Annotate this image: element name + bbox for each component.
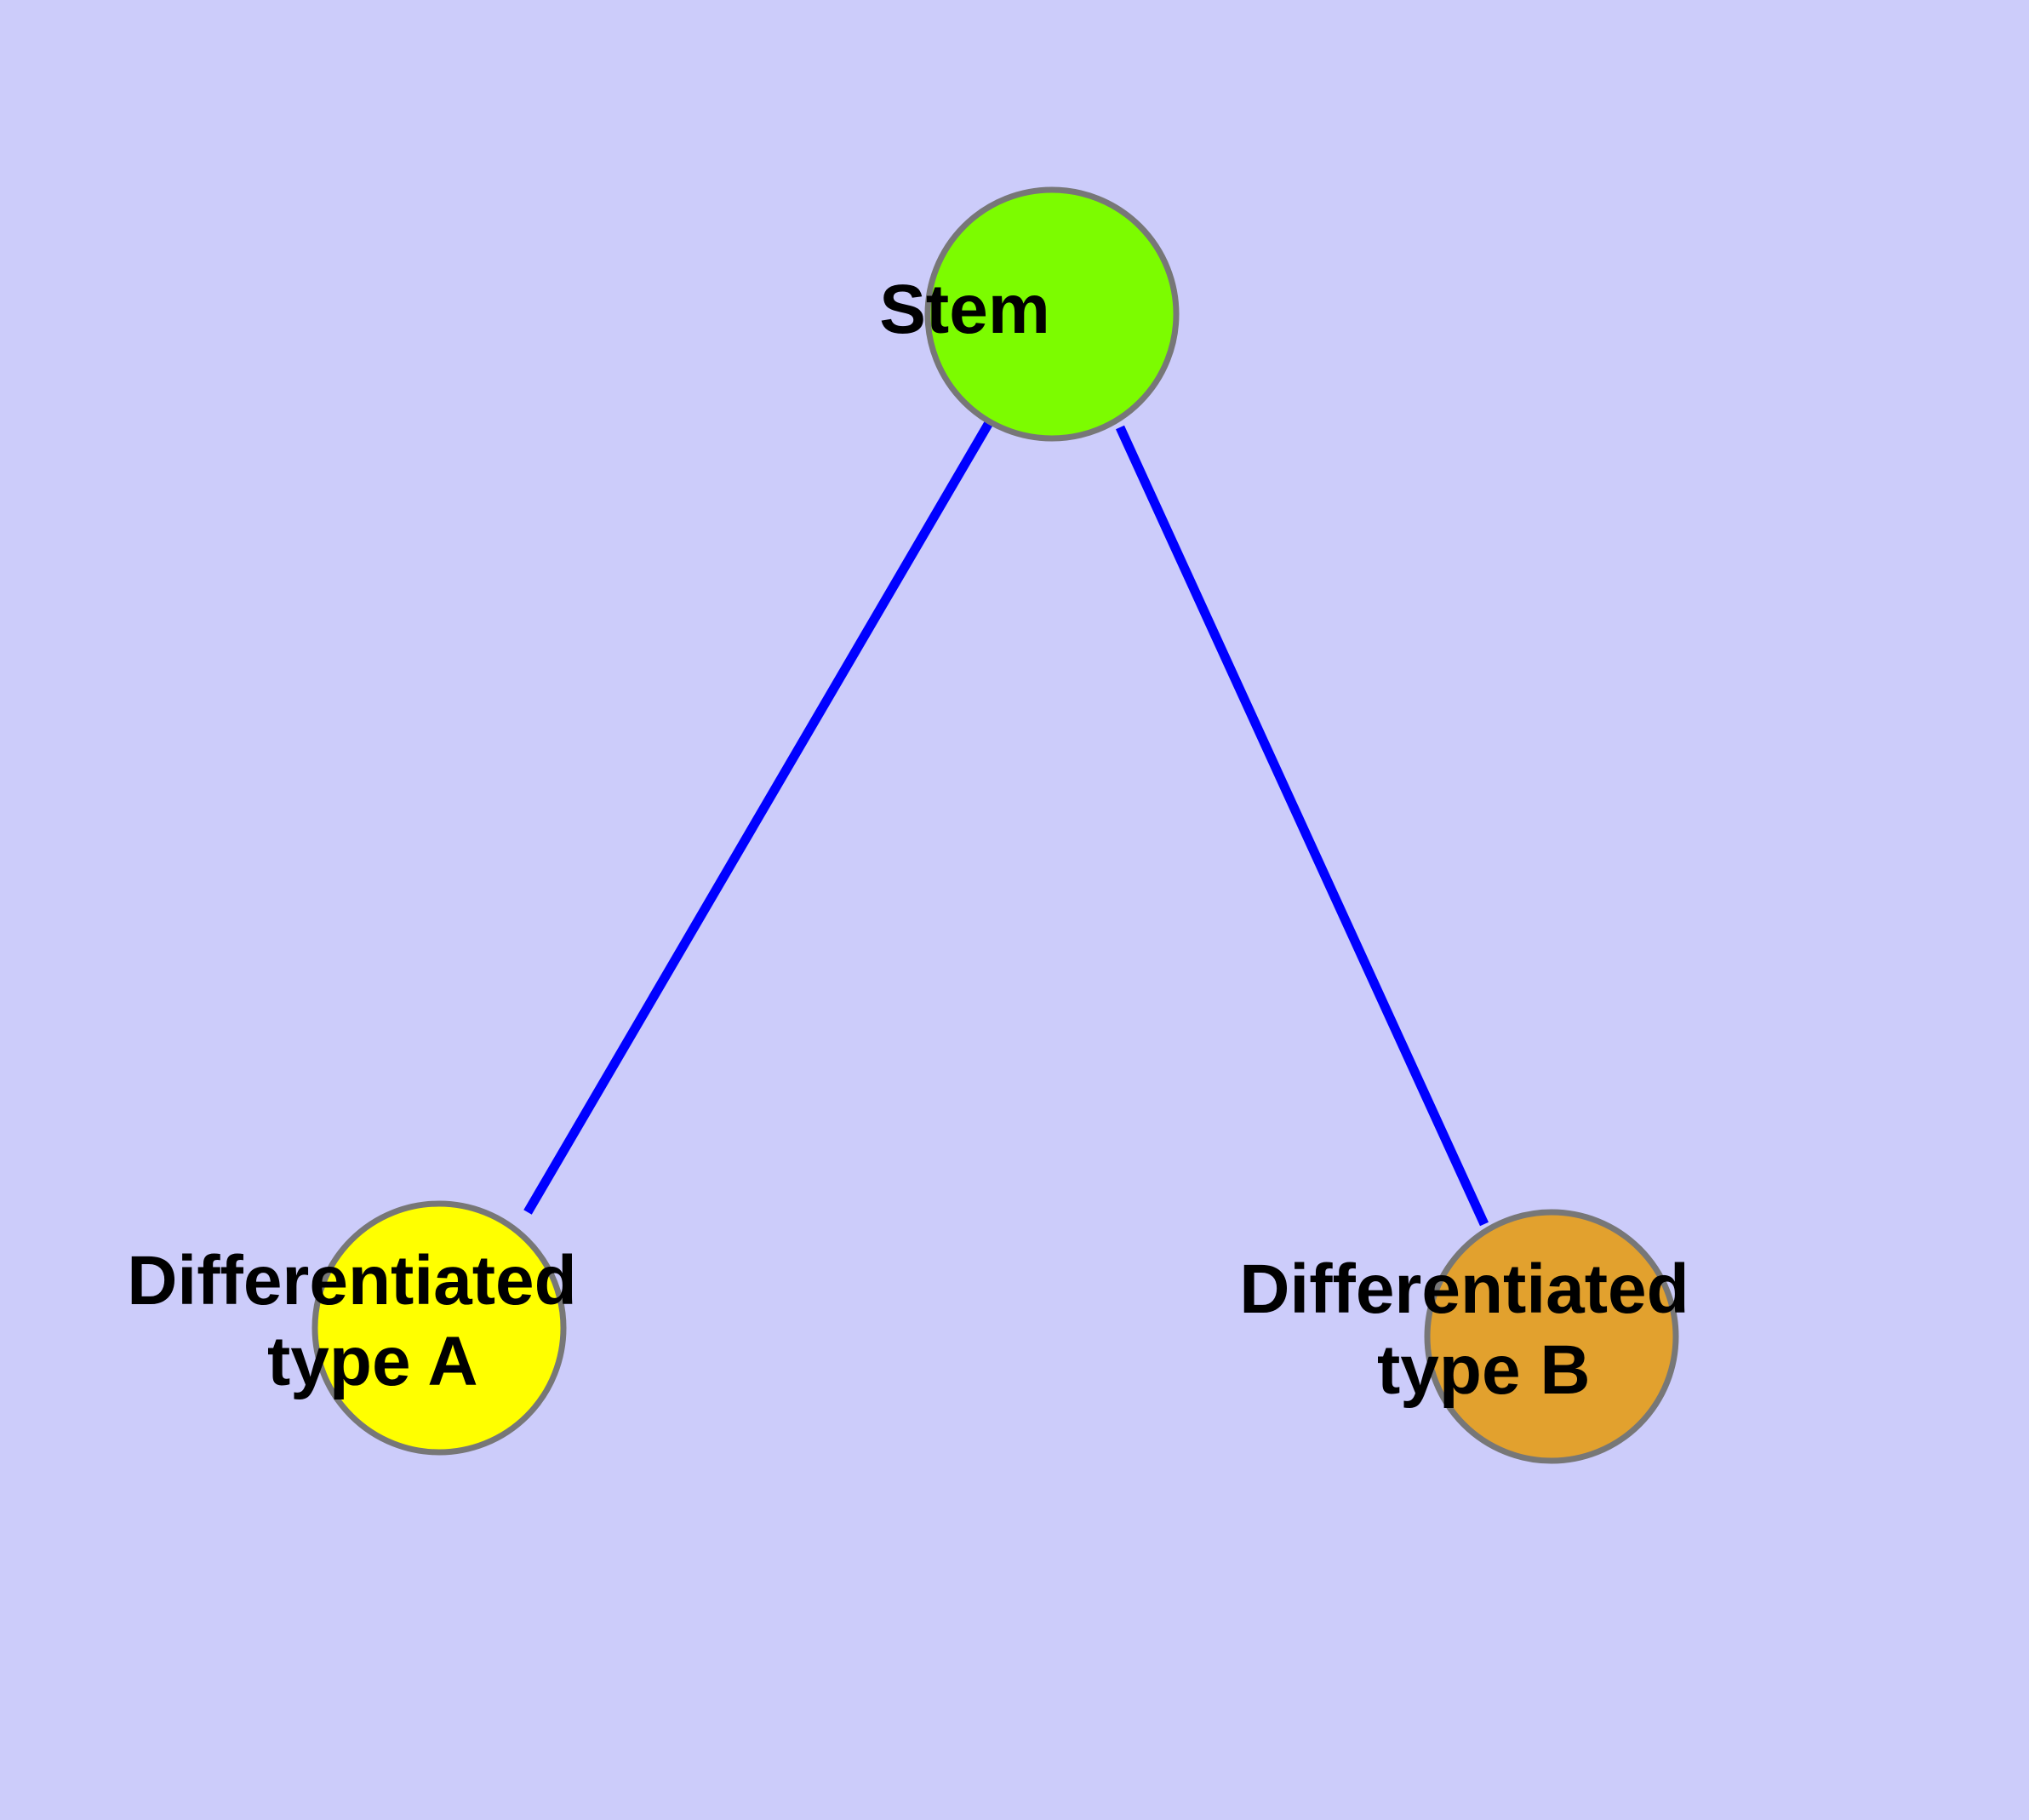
node-stem-label: Stem [0,0,1225,348]
node-diff-b-label-line1: Differentiated [1239,1251,1689,1328]
node-diff-b-label-line2: type B [1377,1331,1591,1409]
node-diff-a[interactable] [311,1200,567,1456]
node-diff-a-label-line2: type A [267,1323,477,1400]
node-diff-a-circle[interactable] [311,1200,567,1456]
node-stem-circle[interactable] [924,186,1180,442]
node-stem[interactable]: Stem [0,0,1225,442]
node-diff-a-label-line1: Differentiated [127,1242,577,1319]
edges-layer [523,419,1489,1227]
node-diff-b[interactable] [1424,1209,1679,1464]
node-diff-b-circle[interactable] [1424,1209,1679,1464]
node-diff-a-label: Differentiated type A [0,0,752,1400]
nodes-layer: Stem Differentiated type A Differentiate… [0,0,1689,1464]
edge-stem-to-diff-b[interactable] [1115,425,1489,1227]
node-diff-b-label: Differentiated type B [1239,1251,1689,1409]
node-stem-label-line1: Stem [879,271,1050,348]
edge-stem-to-diff-a[interactable] [523,419,994,1215]
